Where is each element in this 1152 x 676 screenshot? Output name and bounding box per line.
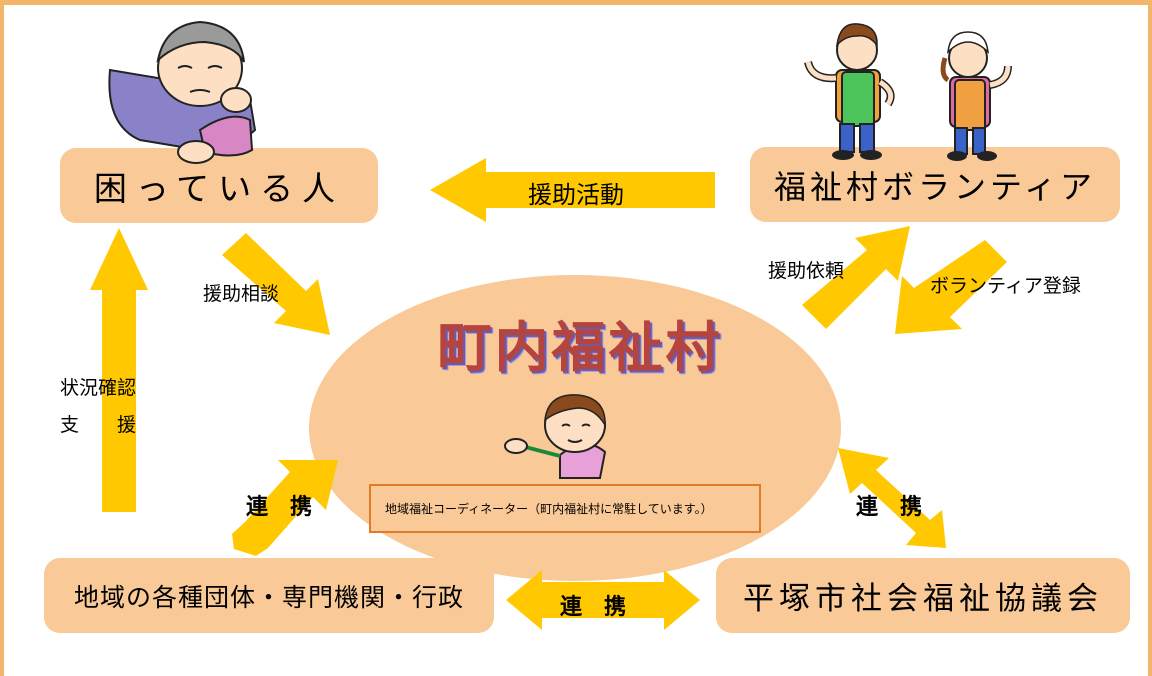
- frame-left-border: [0, 0, 4, 676]
- label-support: 支 援: [60, 414, 137, 436]
- coordinator-label-box: 地域福祉コーディネーター（町内福祉村に常駐しています。）: [369, 484, 761, 533]
- node-local-organizations: 地域の各種団体・専門機関・行政: [44, 558, 494, 633]
- arrow-coop-bottom: [506, 570, 700, 630]
- arrow-status-support: [90, 228, 148, 512]
- label-coop-right: 連 携: [856, 495, 923, 520]
- frame-right-border: [1148, 0, 1152, 676]
- label-volunteer-register: ボランティア登録: [930, 275, 1081, 297]
- node-troubled-person: 困っている人: [60, 148, 378, 223]
- node-volunteer: 福祉村ボランティア: [750, 147, 1120, 222]
- label-assistance-request: 援助依頼: [768, 260, 845, 282]
- node-social-welfare-council: 平塚市社会福祉協議会: [716, 558, 1130, 633]
- arrow-coop-left: [232, 460, 338, 556]
- arrow-request: [802, 226, 910, 329]
- coordinator-label: 地域福祉コーディネーター（町内福祉村に常駐しています。）: [385, 502, 713, 516]
- label-assistance-activity: 援助活動: [528, 181, 624, 209]
- volunteer-pair-icon: [804, 23, 1012, 161]
- coordinator-icon: [504, 394, 607, 479]
- arrow-coop-right: [838, 448, 946, 548]
- label-coop-bottom: 連 携: [560, 595, 627, 620]
- center-title: 町内福祉村: [437, 316, 723, 379]
- elderly-person-icon: [108, 20, 257, 164]
- arrow-consult: [222, 233, 330, 335]
- arrow-register: [895, 240, 1007, 334]
- label-coop-left: 連 携: [246, 495, 313, 520]
- label-status-check: 状況確認: [60, 377, 137, 399]
- frame-top-border: [0, 0, 1152, 5]
- label-assistance-consult: 援助相談: [203, 283, 280, 305]
- arrow-assistance-activity: [430, 158, 715, 222]
